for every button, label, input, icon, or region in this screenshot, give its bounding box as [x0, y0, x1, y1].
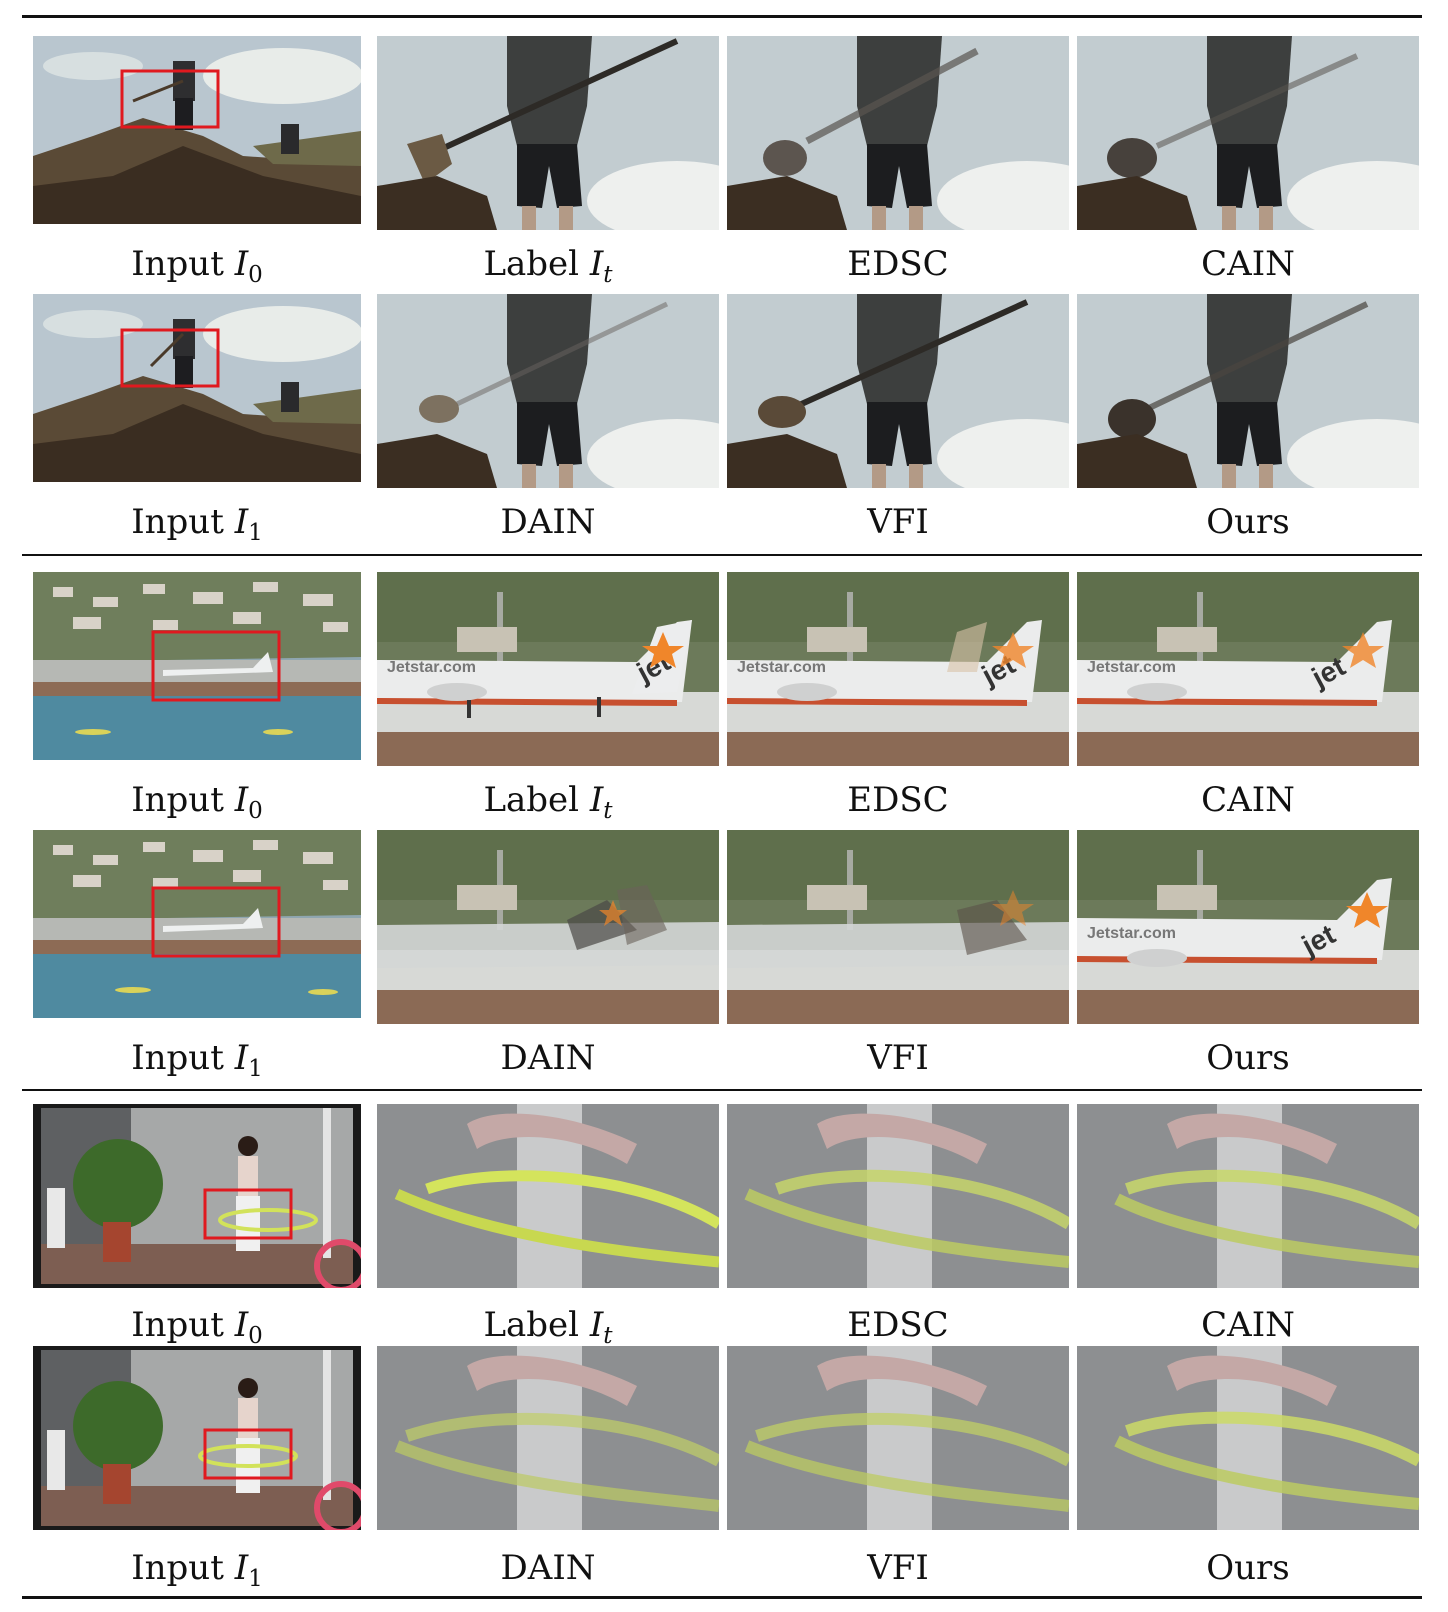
caption-input-i0: Input I0: [131, 1305, 263, 1349]
hoop-input-i1-image: [33, 1346, 361, 1530]
caption-cain: CAIN: [1201, 1305, 1295, 1345]
hoop-i0-highlight-box: [203, 1188, 293, 1240]
airplane-i0-highlight-box: [151, 630, 281, 702]
caption-input-i0: Input I0: [131, 244, 263, 288]
caption-label-it: Label It: [483, 1305, 613, 1349]
airplane-vfi-image: [727, 830, 1069, 1024]
airplane-i1-highlight-box: [151, 886, 281, 958]
caption-input-i1: Input I1: [131, 1548, 263, 1592]
airplane-input-i1-image: [33, 830, 361, 1018]
group-divider-1: [22, 554, 1422, 556]
svg-text:Jetstar.com: Jetstar.com: [737, 659, 826, 676]
digging-i0-highlight-box: [120, 69, 220, 129]
caption-label-it: Label It: [483, 244, 613, 288]
digging-input-i0-image: [33, 36, 361, 224]
svg-text:Jetstar.com: Jetstar.com: [1087, 659, 1176, 676]
digging-dain-image: [377, 294, 719, 488]
digging-edsc-image: [727, 36, 1069, 230]
airplane-ours-image: jet Jetstar.com: [1077, 830, 1419, 1024]
airplane-input-i0-image: [33, 572, 361, 760]
caption-input-i1: Input I1: [131, 1038, 263, 1082]
svg-text:Jetstar.com: Jetstar.com: [387, 659, 476, 676]
caption-edsc: EDSC: [847, 1305, 949, 1345]
caption-dain: DAIN: [500, 1548, 596, 1588]
caption-vfi: VFI: [867, 1038, 929, 1078]
airplane-edsc-image: jet Jetstar.com: [727, 572, 1069, 766]
hoop-cain-image: [1077, 1104, 1419, 1288]
hoop-input-i0-image: [33, 1104, 361, 1288]
bottom-rule: [22, 1596, 1422, 1599]
caption-ours: Ours: [1206, 1038, 1290, 1078]
hoop-label-it-image: [377, 1104, 719, 1288]
caption-vfi: VFI: [867, 502, 929, 542]
caption-edsc: EDSC: [847, 244, 949, 284]
caption-dain: DAIN: [500, 502, 596, 542]
digging-vfi-image: [727, 294, 1069, 488]
caption-label-it: Label It: [483, 780, 613, 824]
caption-input-i0: Input I0: [131, 780, 263, 824]
airplane-cain-image: jet Jetstar.com: [1077, 572, 1419, 766]
top-rule: [22, 15, 1422, 18]
digging-input-i1-image: [33, 294, 361, 482]
caption-edsc: EDSC: [847, 780, 949, 820]
caption-vfi: VFI: [867, 1548, 929, 1588]
caption-ours: Ours: [1206, 502, 1290, 542]
hoop-dain-image: [377, 1346, 719, 1530]
svg-text:Jetstar.com: Jetstar.com: [1087, 925, 1176, 942]
caption-cain: CAIN: [1201, 244, 1295, 284]
hoop-vfi-image: [727, 1346, 1069, 1530]
group-divider-2: [22, 1089, 1422, 1091]
airplane-dain-image: [377, 830, 719, 1024]
airplane-label-it-image: jet Jetstar.com: [377, 572, 719, 766]
digging-label-it-image: [377, 36, 719, 230]
hoop-i1-highlight-box: [203, 1428, 293, 1480]
digging-ours-image: [1077, 294, 1419, 488]
digging-cain-image: [1077, 36, 1419, 230]
hoop-edsc-image: [727, 1104, 1069, 1288]
caption-input-i1: Input I1: [131, 502, 263, 546]
digging-i1-highlight-box: [120, 328, 220, 388]
caption-ours: Ours: [1206, 1548, 1290, 1588]
hoop-ours-image: [1077, 1346, 1419, 1530]
caption-dain: DAIN: [500, 1038, 596, 1078]
caption-cain: CAIN: [1201, 780, 1295, 820]
